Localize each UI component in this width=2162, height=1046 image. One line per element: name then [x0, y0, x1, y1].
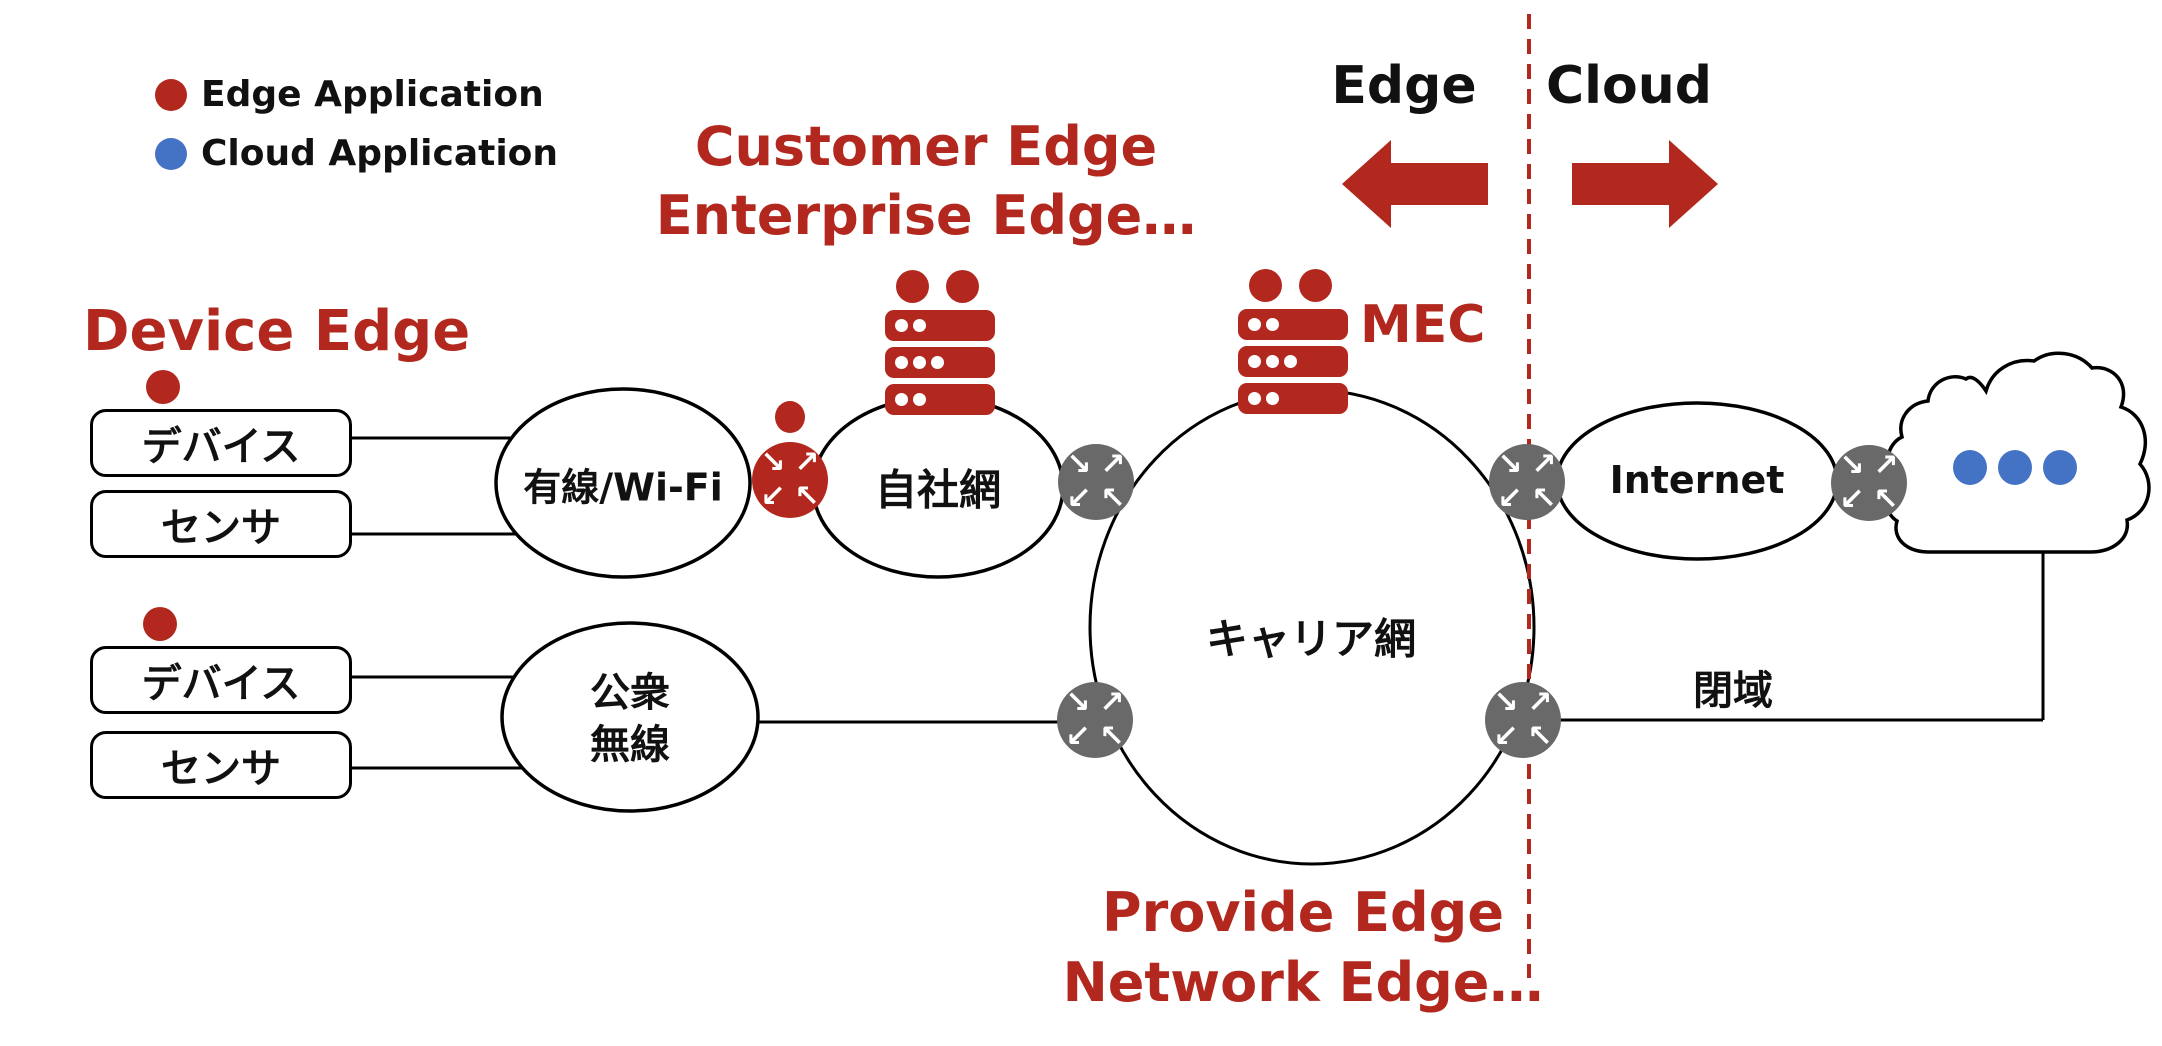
label-public-wireless: 公衆 無線 [590, 667, 670, 771]
legend-edge-application: Edge Application [155, 74, 544, 115]
router-arrow-sw-icon: ↙ [1066, 481, 1092, 516]
node-sensor-2: センサ [90, 731, 352, 799]
title-customer-edge-line1: Customer Edge [694, 115, 1158, 178]
label-public-wireless-line2: 無線 [590, 722, 670, 768]
title-device-edge: Device Edge [83, 299, 471, 364]
router-arrow-sw-icon: ↙ [760, 479, 786, 514]
cloud-app-dot-1 [1953, 450, 1987, 485]
router-arrow-se-icon: ↘ [1493, 685, 1519, 720]
label-enterprise-network: 自社網 [874, 465, 1002, 515]
label-mec: MEC [1360, 295, 1486, 355]
router-arrow-nw-icon: ↖ [1527, 719, 1553, 754]
title-provider-edge-line2: Network Edge… [1062, 951, 1544, 1014]
label-public-wireless-line1: 公衆 [590, 670, 670, 716]
router-icon-internet-gateway: ↘ ↗ ↙ ↖ [1831, 445, 1907, 521]
zone-label-edge: Edge [1331, 56, 1477, 116]
router-arrow-sw-icon: ↙ [1839, 482, 1865, 517]
router-icon-customer-edge: ↘ ↗ ↙ ↖ [752, 442, 828, 518]
server-unit-icon [1238, 346, 1348, 377]
label-carrier-network: キャリア網 [1205, 614, 1417, 664]
router-icon-carrier-nw: ↘ ↗ ↙ ↖ [1058, 444, 1134, 520]
title-provider-edge: Provide Edge Network Edge… [1063, 878, 1544, 1018]
router-icon-carrier-se: ↘ ↗ ↙ ↖ [1485, 682, 1561, 758]
router-arrow-se-icon: ↘ [1065, 685, 1091, 720]
router-arrow-ne-icon: ↗ [1873, 448, 1899, 483]
router-arrow-nw-icon: ↖ [794, 479, 820, 514]
legend-edge-application-label: Edge Application [201, 74, 544, 115]
server-unit-icon [1238, 383, 1348, 414]
server-unit-icon [885, 384, 995, 415]
label-internet: Internet [1609, 458, 1785, 502]
router-arrow-ne-icon: ↗ [1531, 447, 1557, 482]
cloud-app-dot-2 [1998, 450, 2032, 485]
router-arrow-sw-icon: ↙ [1065, 719, 1091, 754]
router-icon-carrier-sw: ↘ ↗ ↙ ↖ [1057, 682, 1133, 758]
edge-app-dot-device-1 [146, 370, 180, 404]
server-unit-icon [885, 347, 995, 378]
router-arrow-ne-icon: ↗ [794, 445, 820, 480]
node-device-2: デバイス [90, 646, 352, 714]
edge-server-icon-enterprise [885, 270, 995, 415]
router-icon-carrier-ne: ↘ ↗ ↙ ↖ [1489, 444, 1565, 520]
edge-app-dot-device-2 [143, 607, 177, 641]
public-wireless-ellipse [500, 621, 760, 813]
edge-app-dot-icon [946, 270, 979, 303]
router-arrow-ne-icon: ↗ [1527, 685, 1553, 720]
cloud-app-dot-icon [155, 137, 187, 170]
zone-label-cloud: Cloud [1546, 56, 1712, 116]
edge-app-dot-icon [1249, 269, 1282, 302]
cloud-app-dot-3 [2043, 450, 2077, 485]
title-customer-edge: Customer Edge Enterprise Edge… [656, 112, 1197, 250]
title-provider-edge-line1: Provide Edge [1102, 881, 1504, 944]
label-closed-domain: 閉域 [1693, 668, 1773, 714]
router-arrow-se-icon: ↘ [1066, 447, 1092, 482]
edge-app-dot-icon [896, 270, 929, 303]
router-arrow-ne-icon: ↗ [1100, 447, 1126, 482]
server-unit-icon [1238, 309, 1348, 340]
edge-app-dot-customer-router [775, 401, 805, 433]
label-wired-wifi: 有線/Wi-Fi [523, 465, 723, 510]
router-arrow-nw-icon: ↖ [1531, 481, 1557, 516]
node-sensor-1: センサ [90, 490, 352, 558]
node-device-1: デバイス [90, 409, 352, 477]
edge-app-dots-enterprise-server [896, 270, 995, 303]
wired-wifi-ellipse [494, 387, 752, 579]
router-arrow-nw-icon: ↖ [1099, 719, 1125, 754]
edge-app-dot-icon [1299, 269, 1332, 302]
server-unit-icon [885, 310, 995, 341]
legend-cloud-application-label: Cloud Application [201, 133, 559, 174]
router-arrow-sw-icon: ↙ [1493, 719, 1519, 754]
router-arrow-se-icon: ↘ [760, 445, 786, 480]
legend-cloud-application: Cloud Application [155, 133, 558, 174]
title-customer-edge-line2: Enterprise Edge… [655, 184, 1197, 247]
router-arrow-ne-icon: ↗ [1099, 685, 1125, 720]
router-arrow-nw-icon: ↖ [1873, 482, 1899, 517]
router-arrow-se-icon: ↘ [1839, 448, 1865, 483]
edge-app-dots-mec-server [1249, 269, 1348, 302]
router-arrow-se-icon: ↘ [1497, 447, 1523, 482]
router-arrow-sw-icon: ↙ [1497, 481, 1523, 516]
router-arrow-nw-icon: ↖ [1100, 481, 1126, 516]
cloud-direction-arrow-icon [1572, 140, 1718, 228]
edge-direction-arrow-icon [1342, 140, 1488, 228]
edge-app-dot-icon [155, 78, 187, 111]
mec-server-icon [1238, 269, 1348, 414]
